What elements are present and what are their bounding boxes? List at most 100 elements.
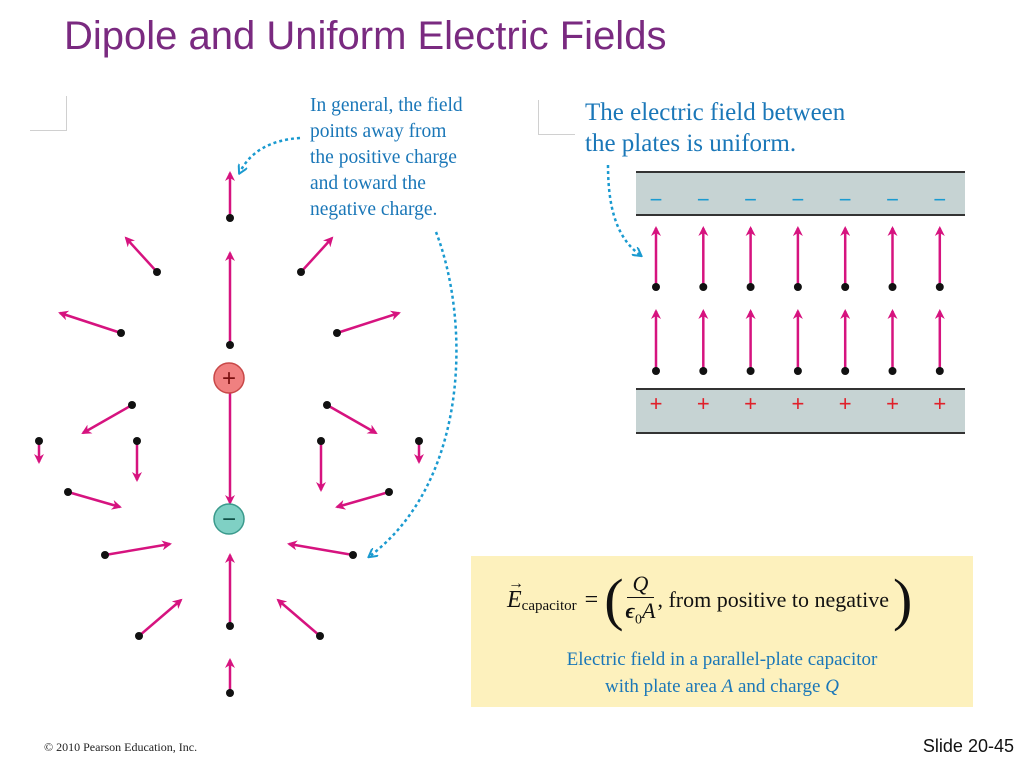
field-point — [226, 689, 234, 697]
top-plate-sign: − — [839, 187, 852, 212]
positive-charge-sign: + — [222, 365, 236, 392]
field-vector — [124, 236, 158, 273]
field-vector — [67, 490, 122, 510]
bottom-plate-sign: + — [886, 391, 899, 416]
formula-subscript: capacitor — [521, 597, 577, 614]
field-point — [128, 401, 136, 409]
bottom-plate-sign: + — [744, 391, 757, 416]
capacitor-diagram: − + − + − + − + − + − + − + — [606, 164, 965, 434]
annotation-pointer-positive — [240, 136, 301, 172]
field-point — [349, 551, 357, 559]
formula-left-paren: ( — [604, 567, 624, 632]
annotation-line: the positive charge — [310, 147, 457, 168]
annotation-line: points away from — [310, 121, 447, 142]
field-point — [226, 214, 234, 222]
field-point — [135, 632, 143, 640]
top-plate-sign: − — [933, 187, 946, 212]
top-plate-sign: − — [697, 187, 710, 212]
annotation-pointer-uniform — [606, 164, 640, 255]
bottom-plate-sign: + — [933, 391, 946, 416]
top-plate-sign: − — [650, 187, 663, 212]
bottom-plate-sign: + — [650, 391, 663, 416]
field-vector — [276, 598, 321, 637]
field-point — [64, 488, 72, 496]
capacitor-field-formula: →E capacitor = ( Q ϵ0A , from positive t… — [507, 570, 912, 630]
annotation-line: negative charge. — [310, 199, 438, 220]
formula-suffix: , from positive to negative — [657, 587, 889, 612]
field-point — [793, 367, 802, 375]
top-plate-sign: − — [744, 187, 757, 212]
field-vector — [335, 490, 390, 510]
field-point — [746, 367, 755, 375]
top-plate-sign: − — [886, 187, 899, 212]
dipole-field: + − — [34, 136, 458, 697]
field-point — [385, 488, 393, 496]
bottom-plate — [636, 389, 965, 433]
annotation-line: In general, the field — [310, 95, 463, 116]
top-plate-sign: − — [791, 187, 804, 212]
negative-charge-sign: − — [222, 506, 236, 533]
formula-fraction: Q ϵ0A — [626, 571, 656, 628]
field-vector — [326, 403, 378, 435]
caption-line-1: Electric field in a parallel-plate capac… — [566, 649, 878, 670]
field-point — [323, 401, 331, 409]
field-point — [101, 551, 109, 559]
field-point — [35, 437, 43, 445]
plate-signs: − + − + − + − + − + − + − + — [650, 187, 947, 416]
placeholder-corner-right — [538, 100, 575, 135]
field-point — [888, 367, 897, 375]
capacitor-annotation: The electric field between the plates is… — [585, 97, 845, 159]
field-point — [316, 632, 324, 640]
slide-title: Dipole and Uniform Electric Fields — [64, 14, 667, 58]
annotation-line: The electric field between — [585, 99, 846, 126]
field-point — [652, 367, 660, 375]
field-point — [888, 283, 897, 291]
positive-charge — [213, 362, 245, 394]
bottom-plate-sign: + — [791, 391, 804, 416]
caption-line-2: with plate area A and charge Q — [605, 676, 839, 697]
field-point — [317, 437, 325, 445]
top-plate — [636, 172, 965, 215]
field-vector — [81, 403, 133, 435]
field-point — [841, 283, 850, 291]
field-point — [133, 437, 141, 445]
annotation-line: and toward the — [310, 173, 426, 194]
field-point — [935, 367, 944, 375]
field-vector — [287, 540, 354, 557]
formula-caption: Electric field in a parallel-plate capac… — [471, 646, 973, 700]
field-point — [226, 622, 234, 630]
formula-E: →E — [507, 574, 524, 613]
field-vector — [138, 598, 183, 637]
formula-equals: = — [584, 586, 599, 613]
field-point — [153, 268, 161, 276]
field-vector — [336, 310, 401, 335]
field-point — [699, 367, 708, 375]
slide-number: Slide 20-45 — [922, 736, 1014, 756]
field-vector — [58, 310, 122, 335]
field-point — [117, 329, 125, 337]
field-point — [297, 268, 305, 276]
dipole-annotation: In general, the field points away from t… — [310, 93, 463, 223]
field-vector — [300, 236, 334, 273]
copyright: © 2010 Pearson Education, Inc. — [44, 740, 198, 754]
bottom-plate-sign: + — [697, 391, 710, 416]
annotation-line: the plates is uniform. — [585, 130, 797, 157]
field-point — [652, 283, 660, 291]
formula-denominator: ϵ0A — [625, 598, 656, 628]
field-point — [699, 283, 708, 291]
field-point — [226, 341, 234, 349]
field-point — [333, 329, 341, 337]
field-point — [935, 283, 944, 291]
placeholder-corner-left — [30, 96, 67, 131]
field-point — [415, 437, 423, 445]
field-point — [793, 283, 802, 291]
annotation-pointer-negative — [370, 231, 458, 556]
field-point — [841, 367, 850, 375]
negative-charge — [213, 503, 245, 535]
formula-right-paren: ) — [893, 567, 913, 632]
field-point — [746, 283, 755, 291]
bottom-plate-sign: + — [839, 391, 852, 416]
capacitor-field-arrows — [651, 226, 945, 375]
field-vector — [104, 540, 172, 557]
